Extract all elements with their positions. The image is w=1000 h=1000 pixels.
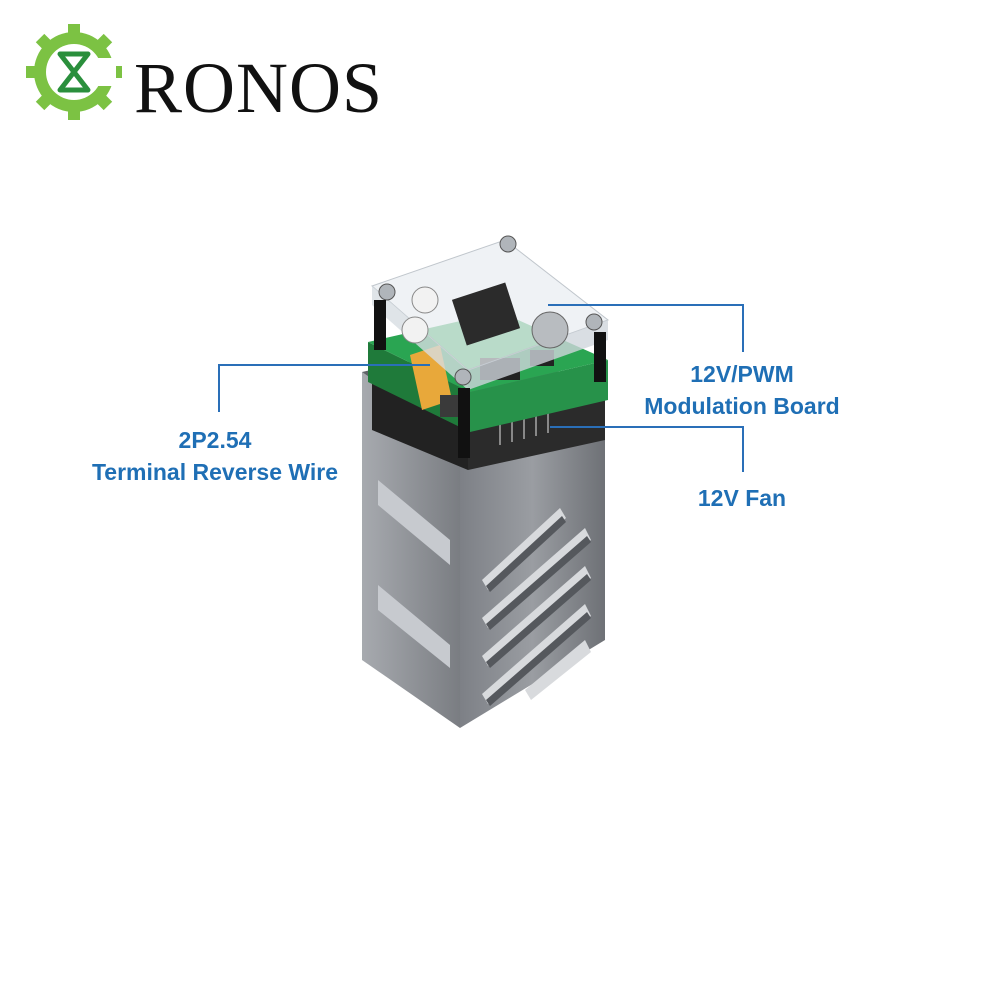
acrylic-cover — [371, 235, 610, 458]
modulation-board-label-line1: 12V/PWM — [690, 361, 794, 387]
fan-callout-line-v — [742, 426, 744, 472]
terminal-label: 2P2.54 Terminal Reverse Wire — [68, 424, 362, 488]
modulation-board-label: 12V/PWM Modulation Board — [624, 358, 860, 422]
modulation-board-callout-line-v — [742, 304, 744, 352]
brand-wordmark: RONOS — [134, 48, 384, 128]
terminal-callout-line-h — [218, 364, 430, 366]
terminal-label-line1: 2P2.54 — [178, 427, 252, 453]
terminal-label-line2: Terminal Reverse Wire — [91, 459, 339, 485]
gear-logo-icon — [26, 24, 122, 120]
fan-callout-line-h — [550, 426, 744, 428]
fan-label-line1: 12V Fan — [697, 485, 787, 511]
brand-logo: RONOS — [24, 22, 384, 128]
terminal-callout-line-v — [218, 364, 220, 412]
modulation-board-label-line2: Modulation Board — [644, 393, 840, 419]
fan-label: 12V Fan — [672, 482, 812, 514]
modulation-board-callout-line-h — [548, 304, 744, 306]
